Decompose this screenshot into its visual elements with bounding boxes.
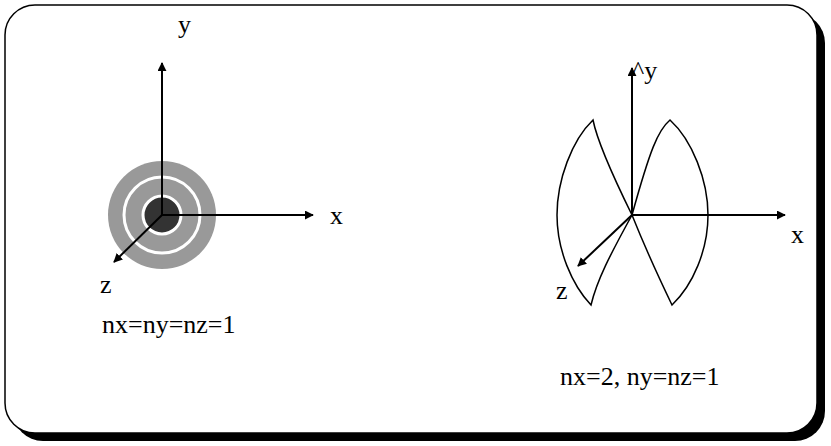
x-axis: [162, 214, 313, 216]
quantum-numbers: nx=ny=nz=1: [102, 312, 236, 338]
z-axis: [578, 215, 632, 266]
axis-label: z: [100, 272, 112, 298]
axis-label: y: [178, 12, 191, 38]
y-axis: [161, 63, 163, 215]
orbital-lobe: [632, 120, 708, 305]
quantum-numbers: nx=2, ny=nz=1: [560, 364, 720, 390]
axis-label: z: [556, 278, 568, 304]
panel: [5, 5, 817, 433]
axis-label: x: [330, 203, 343, 229]
axis-label: ^y: [632, 58, 657, 84]
orbital-lobe: [557, 120, 632, 305]
x-axis: [632, 214, 785, 216]
y-axis: [631, 68, 633, 215]
axis-label: x: [791, 222, 804, 248]
z-axis: [114, 215, 162, 262]
